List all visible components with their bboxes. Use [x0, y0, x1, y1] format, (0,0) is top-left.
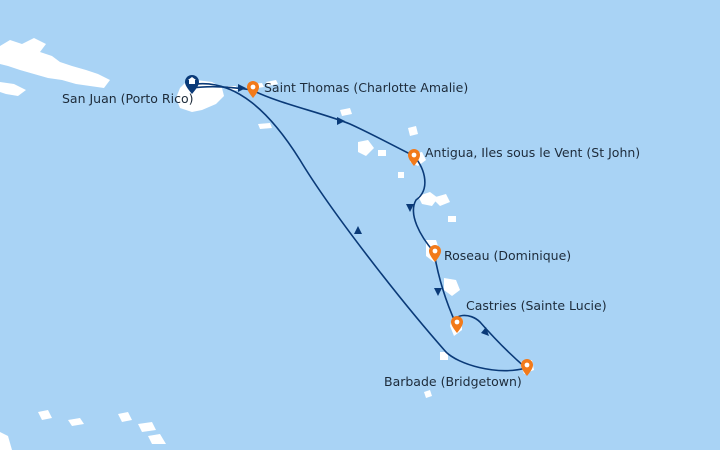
- island-small-sw-5: [148, 434, 166, 444]
- direction-arrow-icon: [354, 226, 362, 234]
- route-leg-antigua-roseau: [412, 155, 435, 253]
- island-montserrat: [398, 172, 404, 178]
- island-tortola: [266, 80, 278, 86]
- island-st-croix: [258, 123, 272, 129]
- island-martinique: [444, 278, 460, 296]
- home-port-pin-icon[interactable]: [185, 75, 199, 94]
- direction-arrow-icon: [337, 117, 345, 125]
- port-pin-icon[interactable]: [429, 245, 441, 262]
- port-label-roseau: Roseau (Dominique): [444, 248, 571, 263]
- island-small-sw-2: [68, 418, 84, 426]
- island-small-sw-4: [138, 422, 156, 432]
- island-barbuda: [408, 126, 418, 136]
- island-small-sw-1: [38, 410, 52, 420]
- port-label-saint-thomas: Saint Thomas (Charlotte Amalie): [264, 80, 468, 95]
- island-st-martin: [358, 140, 374, 156]
- island-grenada: [424, 390, 432, 398]
- route-leg-st-thomas-antigua: [251, 89, 415, 157]
- port-label-san-juan: San Juan (Porto Rico): [62, 91, 194, 106]
- direction-arrow-icon: [238, 84, 246, 92]
- island-marie-galante: [448, 216, 456, 222]
- direction-arrow-icon: [406, 204, 414, 212]
- port-pin-icon[interactable]: [451, 316, 463, 333]
- island-small-sw-6: [0, 432, 12, 450]
- route-arrows: [238, 84, 489, 336]
- port-labels: San Juan (Porto Rico) Saint Thomas (Char…: [62, 80, 640, 389]
- island-hispaniola-peninsula: [0, 82, 26, 96]
- port-pin-icon[interactable]: [521, 359, 533, 376]
- direction-arrow-icon: [434, 288, 442, 296]
- island-guadeloupe: [418, 192, 450, 206]
- island-st-vincent: [440, 352, 448, 360]
- direction-arrow-icon: [481, 327, 489, 336]
- port-label-barbade: Barbade (Bridgetown): [384, 374, 522, 389]
- island-small-sw-3: [118, 412, 132, 422]
- port-label-antigua: Antigua, Iles sous le Vent (St John): [425, 145, 640, 160]
- island-st-kitts: [378, 150, 386, 156]
- port-pin-icon[interactable]: [408, 149, 420, 166]
- port-pin-icon[interactable]: [247, 81, 259, 98]
- route-leg-barbados-san-juan: [195, 82, 527, 372]
- port-label-castries: Castries (Sainte Lucie): [466, 298, 607, 313]
- island-anguilla: [340, 108, 352, 116]
- island-hispaniola: [0, 38, 110, 88]
- port-markers: [185, 75, 533, 376]
